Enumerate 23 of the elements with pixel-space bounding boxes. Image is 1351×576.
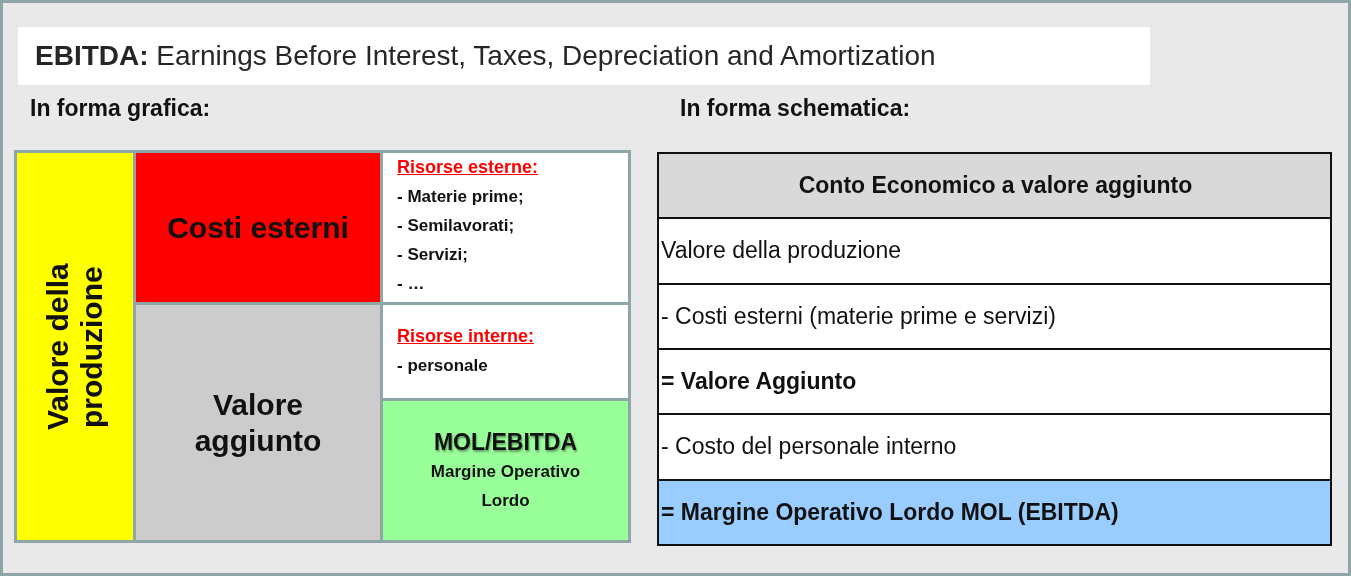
list-heading: Risorse esterne: — [397, 156, 539, 179]
result-block — [383, 401, 628, 540]
section-heading: In forma grafica: — [30, 94, 211, 122]
list-panel — [383, 153, 628, 302]
list-item: - personale — [397, 355, 488, 377]
section-heading: In forma schematica: — [680, 94, 911, 122]
area-block — [136, 153, 380, 302]
block-label: Valore aggiunto — [193, 386, 323, 459]
block-label: Valore della produzione — [41, 262, 109, 432]
list-panel — [383, 305, 628, 398]
block-heading: MOL/EBITDA — [433, 427, 578, 457]
block-label: Costi esterni — [167, 209, 349, 246]
table-cell: = Margine Operativo Lordo MOL (EBITDA) — [659, 478, 1330, 544]
list-heading: Risorse interne: — [397, 325, 535, 348]
list-item: - … — [397, 273, 425, 295]
table-header-cell: Conto Economico a valore aggiunto — [659, 154, 1330, 218]
list-item: - Semilavorati; — [397, 215, 515, 237]
block-subtext: Margine Operativo Lordo — [429, 460, 582, 512]
area-block — [136, 305, 380, 540]
list-item: - Materie prime; — [397, 186, 524, 208]
title-banner: EBITDA: Earnings Before Interest, Taxes, Depreciation and Amortization — [18, 27, 1150, 85]
list-item: - Servizi; — [397, 244, 468, 266]
vertical-block — [17, 153, 133, 540]
